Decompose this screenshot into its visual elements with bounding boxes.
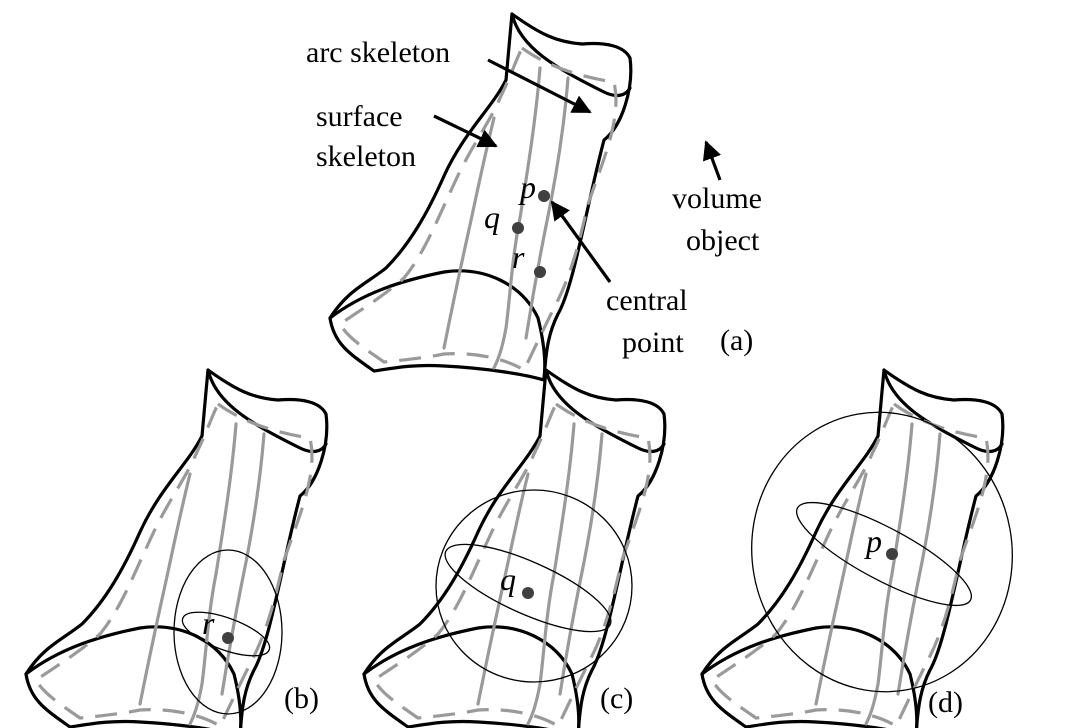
label-q: q	[484, 199, 500, 235]
point-q-dot-c	[522, 587, 534, 599]
label-q-c: q	[500, 561, 516, 597]
panel-label-d: (d)	[928, 686, 963, 719]
panel-c	[364, 370, 665, 728]
point-r-dot	[534, 266, 546, 278]
panel-label-a: (a)	[720, 324, 753, 357]
label-surface-skeleton-1: surface	[316, 100, 403, 133]
label-r: r	[512, 239, 525, 275]
label-p-d: p	[864, 523, 882, 559]
label-arc-skeleton: arc skeleton	[306, 36, 450, 69]
label-volume-object-1: volume	[672, 182, 762, 215]
panel-label-c: (c)	[600, 682, 633, 715]
label-volume-object-2: object	[686, 224, 760, 257]
point-r-dot-b	[222, 632, 234, 644]
label-central-point-1: central	[606, 284, 688, 317]
point-p-dot-d	[886, 548, 898, 560]
label-p: p	[518, 169, 536, 205]
arrow-volume-object	[706, 142, 720, 180]
panel-b	[26, 370, 327, 728]
panel-d	[702, 370, 1003, 728]
point-q-dot	[512, 222, 524, 234]
panel-label-b: (b)	[284, 682, 319, 715]
label-surface-skeleton-2: skeleton	[316, 140, 416, 173]
label-r-b: r	[202, 605, 215, 641]
label-central-point-2: point	[622, 326, 684, 359]
point-p-dot	[538, 190, 550, 202]
